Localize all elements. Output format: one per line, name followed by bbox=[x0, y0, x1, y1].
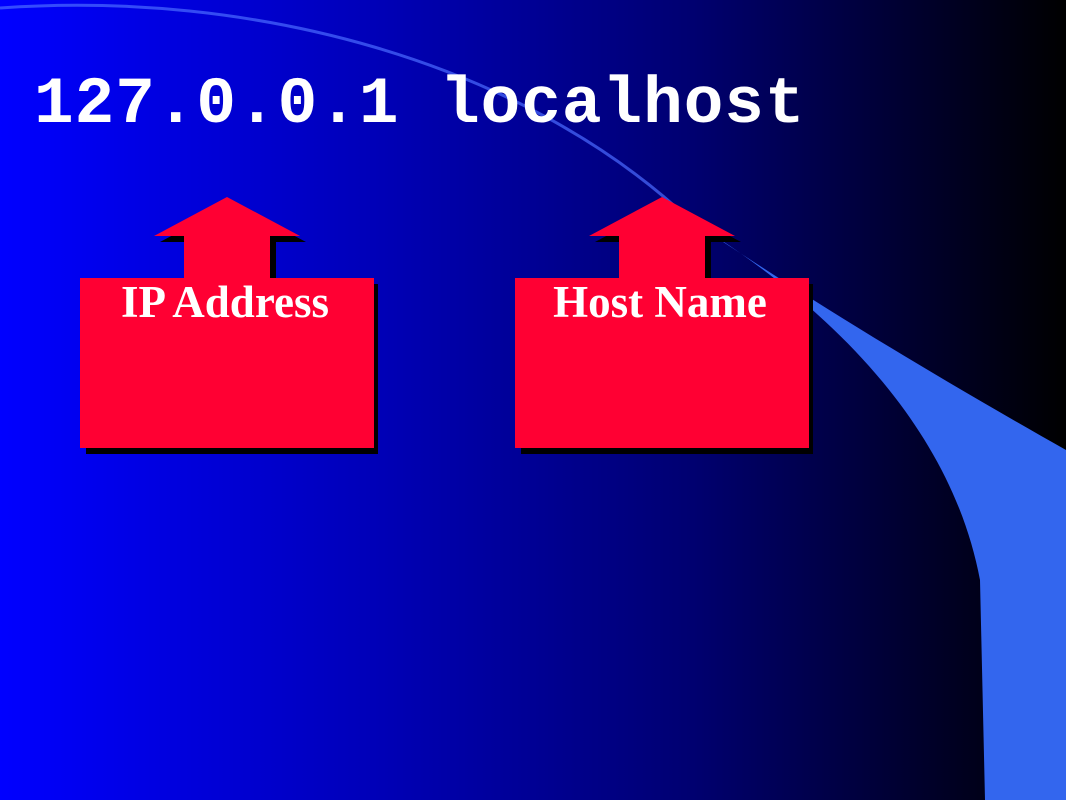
callout-ip-address: IP Address bbox=[78, 192, 378, 462]
callout-host-name: Host Name bbox=[513, 192, 813, 462]
up-arrow-callout-icon bbox=[515, 197, 813, 454]
page-title: 127.0.0.1 localhost bbox=[34, 67, 806, 142]
up-arrow-callout-icon bbox=[80, 197, 378, 454]
callout-label-ip-address: IP Address bbox=[121, 277, 329, 327]
swoosh-line bbox=[0, 3, 692, 222]
callout-label-host-name: Host Name bbox=[553, 277, 767, 327]
swoosh-band bbox=[690, 220, 1066, 800]
